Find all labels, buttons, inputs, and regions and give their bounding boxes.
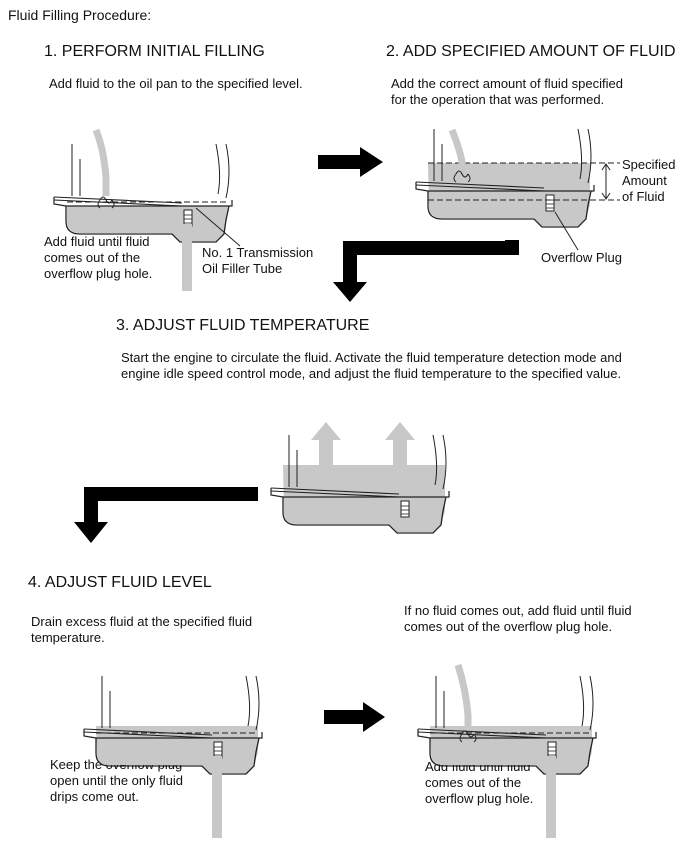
step2-heading: 2. ADD SPECIFIED AMOUNT OF FLUID xyxy=(386,43,676,60)
step2-oil-pan xyxy=(415,128,595,228)
step4-left-oil-pan xyxy=(83,675,263,838)
step4-fluid-hose xyxy=(454,663,472,730)
step2-fluid-hose xyxy=(448,128,466,170)
step1-callout-fluid: Add fluid until fluid comes out of the o… xyxy=(44,234,153,281)
step3-heading: 3. ADJUST FLUID TEMPERATURE xyxy=(116,317,370,334)
arrow-step2-to-step3 xyxy=(333,240,519,302)
step2-leader-line xyxy=(554,211,579,251)
step1-fluid-hose xyxy=(92,128,110,196)
step1-description: Add fluid to the oil pan to the specifie… xyxy=(49,76,303,91)
heat-arrow-left xyxy=(311,422,341,477)
heat-arrow-right xyxy=(385,422,415,477)
arrow-step1-to-step2 xyxy=(318,147,383,177)
page-title: Fluid Filling Procedure: xyxy=(8,7,152,23)
step4-right-oil-pan xyxy=(417,675,597,838)
step1-oil-pan xyxy=(53,143,233,291)
arrow-step3-to-step4 xyxy=(74,487,258,543)
step3-description: Start the engine to circulate the fluid.… xyxy=(121,350,622,381)
step4-heading: 4. ADJUST FLUID LEVEL xyxy=(28,574,212,591)
step2-callout-overflow-plug: Overflow Plug xyxy=(541,250,622,265)
step1-leader-line xyxy=(195,207,241,247)
step4-description-left: Drain excess fluid at the specified flui… xyxy=(31,614,253,645)
arrow-step4-left-to-right xyxy=(324,702,385,732)
step2-description: Add the correct amount of fluid specifie… xyxy=(391,76,623,107)
step1-callout-filler-tube: No. 1 Transmission Oil Filler Tube xyxy=(202,245,314,276)
step4-description-right: If no fluid comes out, add fluid until f… xyxy=(404,603,632,634)
step2-callout-specified-amount: Specified Amount of Fluid xyxy=(622,157,676,204)
step1-heading: 1. PERFORM INITIAL FILLING xyxy=(44,43,265,60)
step3-oil-pan xyxy=(270,434,450,534)
